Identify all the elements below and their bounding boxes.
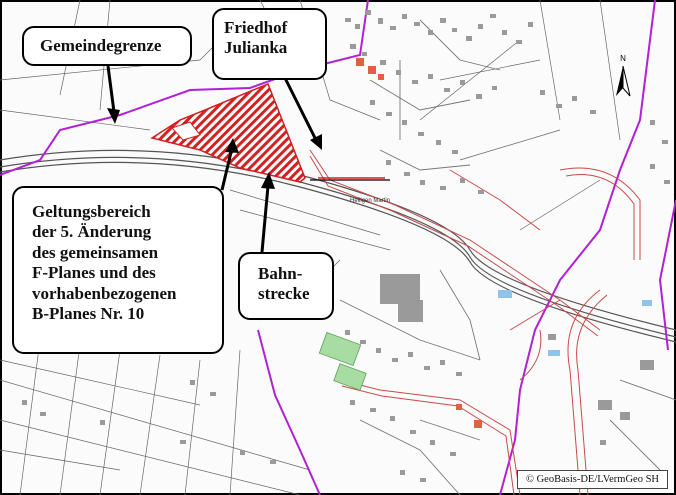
water-bodies: [498, 290, 652, 356]
sports-fields: [318, 331, 367, 391]
field-lines: [0, 0, 621, 495]
label-bahn-line-2: strecke: [258, 284, 310, 304]
public-buildings: [356, 58, 482, 428]
label-gemeindegrenze: Gemeindegrenze: [40, 36, 162, 55]
north-arrow-icon: N: [616, 54, 631, 97]
callout-friedhof: Friedhof Julianka: [212, 8, 327, 80]
label-geltung-line-6: B-Planes Nr. 10: [32, 303, 145, 323]
copyright-notice: © GeoBasis-DE/LVermGeo SH: [517, 470, 668, 489]
callout-bahnstrecke: Bahn- strecke: [238, 252, 334, 320]
streets: [339, 19, 676, 495]
label-geltung-line-3: des gemeinsamen: [32, 242, 159, 262]
callout-arrows: [106, 65, 322, 253]
north-label: N: [620, 54, 626, 63]
plan-area-hatched: [150, 83, 306, 183]
label-geltung-line-1: Geltungsbereich: [32, 202, 151, 221]
callout-gemeindegrenze: Gemeindegrenze: [22, 26, 192, 66]
label-geltung-line-4: F-Planes und des: [32, 263, 156, 283]
label-friedhof-line-2: Julianka: [224, 38, 288, 58]
railway-line: [0, 149, 676, 343]
label-bahn-line-1: Bahn-: [258, 264, 303, 283]
label-geltung-line-5: vorhabenbezogenen: [32, 283, 177, 303]
label-geltung-line-2: der 5. Änderung: [32, 222, 152, 242]
buildings: [22, 10, 670, 482]
label-friedhof-line-1: Friedhof: [224, 18, 288, 37]
callout-geltungsbereich: Geltungsbereich der 5. Änderung des geme…: [12, 186, 224, 354]
